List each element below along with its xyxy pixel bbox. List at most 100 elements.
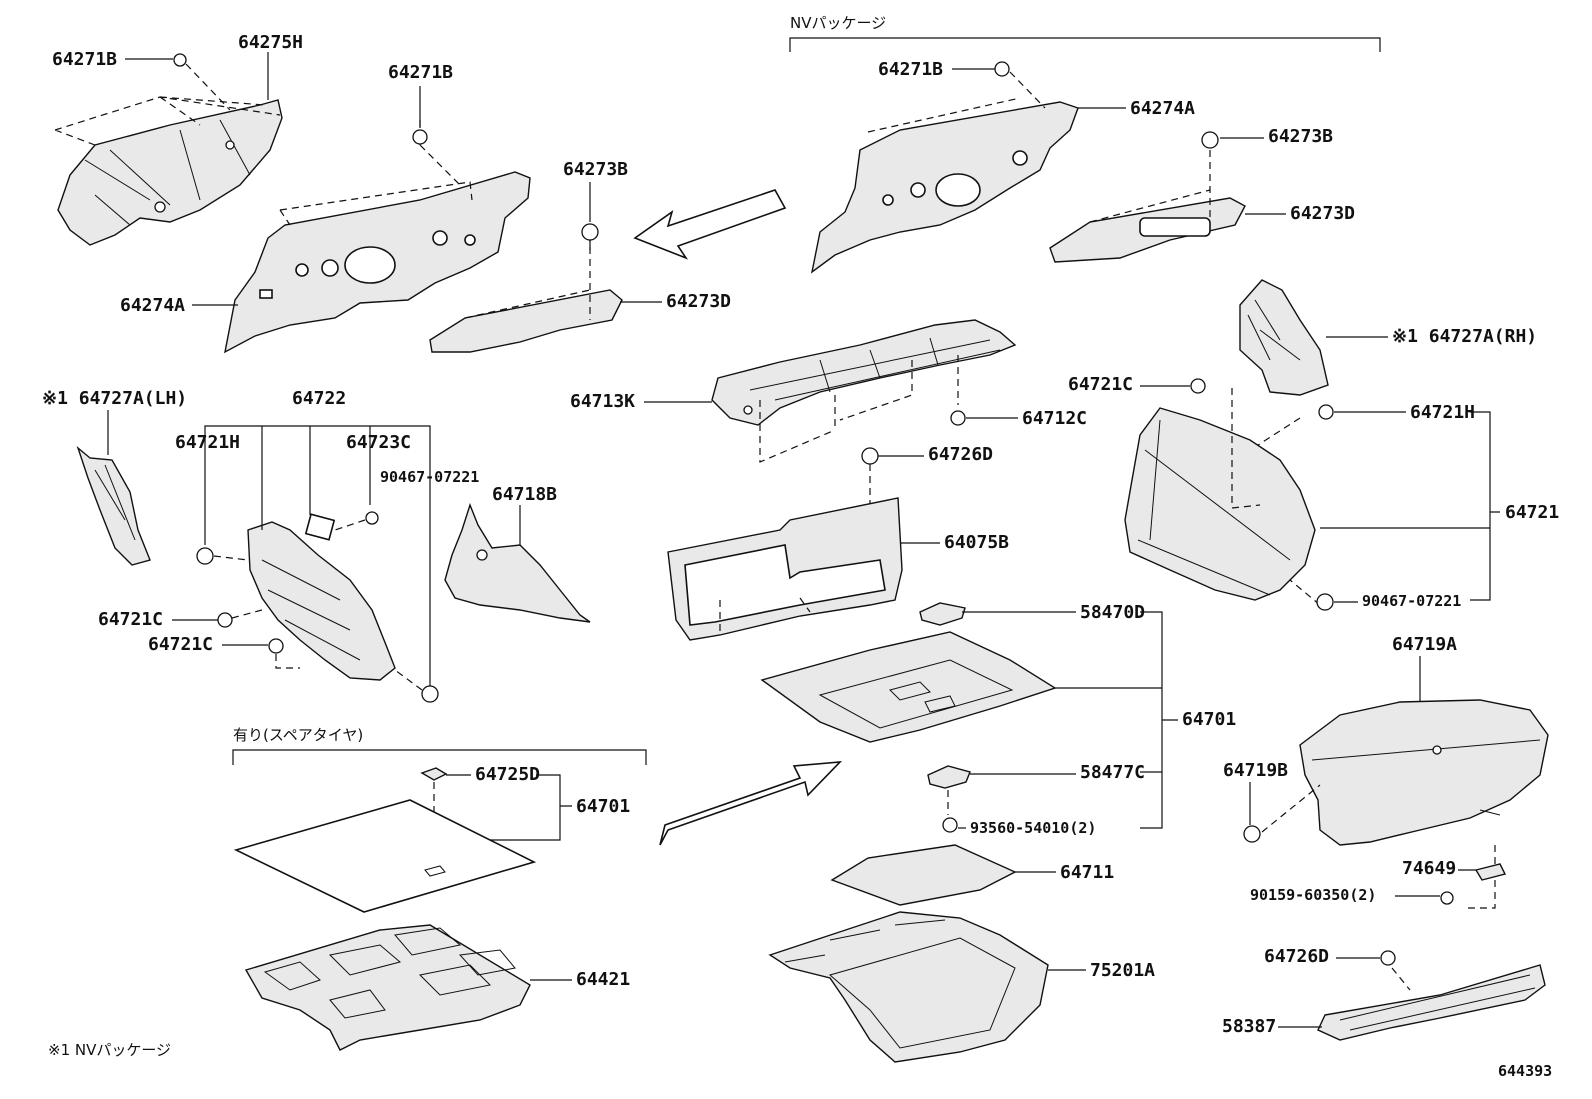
part-64273D-right-drawing	[1049, 131, 1246, 263]
callout-64271B-b: 64271B	[388, 62, 453, 145]
callout-64274A-b: 64274A	[1078, 98, 1195, 119]
part-64721-drawing	[1124, 388, 1321, 606]
label-64721C-c: 64721C	[1068, 374, 1133, 395]
callout-64711: 64711	[1015, 862, 1114, 883]
part-74649-drawing	[1465, 845, 1507, 909]
callout-64719B: 64719B	[1223, 760, 1288, 843]
label-64271B-b: 64271B	[388, 62, 453, 83]
label-74649: 74649	[1402, 858, 1456, 879]
callout-93560: 93560-54010(2)	[942, 817, 1096, 837]
callout-64721H-a: 64721H	[175, 432, 249, 565]
callout-64719A: 64719A	[1392, 634, 1457, 702]
callout-64727A-RH: ※1 64727A(RH)	[1326, 326, 1537, 347]
part-64719A-drawing	[1261, 699, 1549, 846]
label-64721: 64721	[1505, 502, 1559, 523]
label-64711: 64711	[1060, 862, 1114, 883]
label-64725D: 64725D	[475, 764, 540, 785]
callout-64273B-a: 64273B	[563, 159, 628, 222]
callout-64421: 64421	[530, 969, 630, 990]
part-58387-drawing	[1317, 964, 1546, 1041]
label-64726D-b: 64726D	[1264, 946, 1329, 967]
label-64727A-RH: ※1 64727A(RH)	[1392, 326, 1537, 347]
direction-arrow-right	[659, 761, 843, 846]
nv-package-group-top: NVパッケージ	[789, 14, 1381, 52]
label-64701-a: 64701	[1182, 709, 1236, 730]
label-90467-a: 90467-07221	[380, 468, 479, 486]
callout-90467-a: 90467-07221	[334, 468, 479, 531]
callout-75201A: 75201A	[1048, 960, 1155, 981]
label-64273B-b: 64273B	[1268, 126, 1333, 147]
fastener-90467-bottom	[394, 669, 439, 703]
callout-64274A-a: 64274A	[120, 295, 238, 316]
label-64271B-c: 64271B	[878, 59, 943, 80]
callout-58470D: 58470D	[962, 602, 1145, 623]
callout-64273B-b: 64273B	[1220, 126, 1333, 147]
label-64273B-a: 64273B	[563, 159, 628, 180]
footnote-nv-package: ※1 NVパッケージ	[48, 1041, 171, 1059]
callout-64713K: 64713K	[570, 391, 712, 412]
callout-64721C-a: 64721C	[98, 609, 263, 630]
label-64718B: 64718B	[492, 484, 557, 505]
callout-90159: 90159-60350(2)	[1250, 886, 1454, 905]
callout-58477C: 58477C	[970, 762, 1145, 783]
callout-90467-b: 90467-07221	[1316, 592, 1461, 611]
label-64275H: 64275H	[238, 32, 303, 53]
callout-64075B: 64075B	[900, 532, 1009, 553]
callout-64273D-b: 64273D	[1245, 203, 1355, 224]
callout-64275H: 64275H	[238, 32, 303, 100]
label-75201A: 75201A	[1090, 960, 1155, 981]
part-64701-left-drawing	[233, 799, 537, 913]
callout-64721H-b: 64721H	[1318, 402, 1475, 423]
part-64727A-RH-drawing	[1239, 279, 1329, 396]
label-64075B: 64075B	[944, 532, 1009, 553]
label-64273D-b: 64273D	[1290, 203, 1355, 224]
label-64723C: 64723C	[346, 432, 411, 453]
callout-64721C-b: 64721C	[148, 634, 300, 669]
direction-arrow-left	[633, 189, 787, 260]
callout-64718B: 64718B	[492, 484, 557, 545]
callout-64701-a: 64701	[1055, 611, 1236, 829]
part-64273D-left-drawing	[429, 223, 623, 353]
callout-64723C: 64723C	[346, 432, 411, 453]
callout-64726D-a: 64726D	[861, 444, 993, 505]
label-64721C-a: 64721C	[98, 609, 163, 630]
callout-64725D: 64725D	[446, 764, 540, 785]
callout-64701-b: 64701	[490, 774, 630, 841]
callout-64726D-b: 64726D	[1264, 946, 1396, 967]
part-64727A-LH-drawing	[76, 445, 151, 566]
callout-64722: 64722	[204, 388, 431, 688]
label-64421: 64421	[576, 969, 630, 990]
label-64721C-b: 64721C	[148, 634, 213, 655]
label-64719A: 64719A	[1392, 634, 1457, 655]
label-64721H-a: 64721H	[175, 432, 240, 453]
callout-64721: 64721	[1320, 411, 1559, 601]
part-64274A-left-drawing	[224, 120, 531, 354]
label-64274A-b: 64274A	[1130, 98, 1195, 119]
label-93560: 93560-54010(2)	[970, 819, 1096, 837]
label-58477C: 58477C	[1080, 762, 1145, 783]
spare-tire-group: 有り(スペアタイヤ)	[232, 726, 647, 765]
label-64701-b: 64701	[576, 796, 630, 817]
part-58477C-drawing	[927, 765, 971, 815]
label-64722: 64722	[292, 388, 346, 409]
label-64271B-a: 64271B	[52, 49, 117, 70]
label-64726D-a: 64726D	[928, 444, 993, 465]
part-64075B-drawing	[667, 497, 903, 641]
part-64722-drawing	[247, 513, 396, 681]
label-64719B: 64719B	[1223, 760, 1288, 781]
label-64727A-LH: ※1 64727A(LH)	[42, 388, 187, 409]
callout-64271B-c: 64271B	[878, 59, 1010, 80]
callout-64727A-LH: ※1 64727A(LH)	[42, 388, 187, 455]
part-64711-drawing	[830, 844, 1017, 906]
callout-64273D-a: 64273D	[620, 291, 731, 312]
callout-64271B-a: 64271B	[52, 49, 231, 111]
label-58470D: 58470D	[1080, 602, 1145, 623]
part-64274A-right-drawing	[810, 71, 1079, 274]
diagram-code: 644393	[1498, 1062, 1552, 1080]
callout-64712C: 64712C	[950, 408, 1087, 429]
part-58470D-drawing	[919, 602, 966, 626]
label-64274A-a: 64274A	[120, 295, 185, 316]
callout-64721C-c: 64721C	[1068, 374, 1206, 395]
part-64275H-drawing	[54, 96, 283, 246]
label-90467-b: 90467-07221	[1362, 592, 1461, 610]
